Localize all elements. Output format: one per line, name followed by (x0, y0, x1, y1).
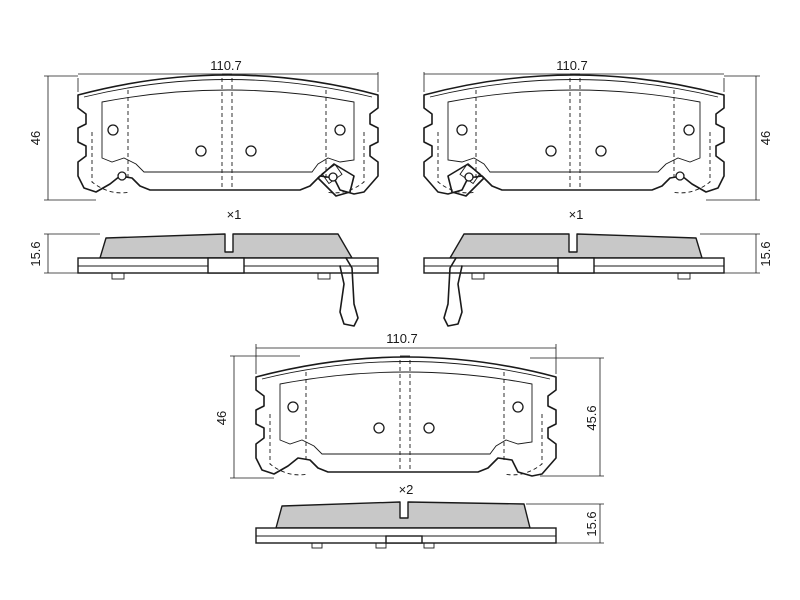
height-label: 46 (758, 131, 773, 145)
dimension-height-bottom-right: 45.6 (530, 357, 604, 477)
dimension-thickness-bottom: 15.6 (526, 503, 604, 544)
pad-top-right-side-view (423, 233, 725, 327)
width-label: 110.7 (556, 58, 588, 73)
rivet-hole (195, 145, 207, 157)
thickness-label: 15.6 (584, 511, 599, 536)
mount-hole (334, 124, 346, 136)
width-label: 110.7 (386, 331, 418, 346)
pad-bottom-side-view (255, 501, 557, 549)
rivet-hole (245, 145, 257, 157)
height-right-label: 45.6 (584, 405, 599, 430)
pad-bottom-front-view (255, 355, 557, 477)
height-left-label: 46 (214, 411, 229, 425)
dimension-height-top-right: 46 (706, 75, 773, 201)
width-label: 110.7 (210, 58, 242, 73)
dimension-height-bottom-left: 46 (214, 355, 300, 479)
dimension-height-top-left: 46 (28, 75, 96, 201)
pad-top-left-side-view: 15.6 (28, 233, 379, 327)
dimension-width-bottom: 110.7 (255, 331, 557, 374)
quantity-label: ×2 (399, 482, 414, 497)
dimension-thickness-top-right: 15.6 (700, 233, 773, 274)
pad-top-left-front-view (77, 73, 379, 197)
mount-hole (107, 124, 119, 136)
wear-indicator-clip (317, 163, 355, 197)
pad-top-right-front-view (423, 73, 725, 197)
quantity-label: ×1 (227, 207, 242, 222)
rivet-hole (117, 171, 127, 181)
height-label: 46 (28, 131, 43, 145)
dimension-width-top-left: 110.7 (77, 58, 379, 92)
thickness-label: 15.6 (758, 241, 773, 266)
thickness-label: 15.6 (28, 241, 43, 266)
quantity-label: ×1 (569, 207, 584, 222)
dimension-width-top-right: 110.7 (423, 58, 725, 92)
